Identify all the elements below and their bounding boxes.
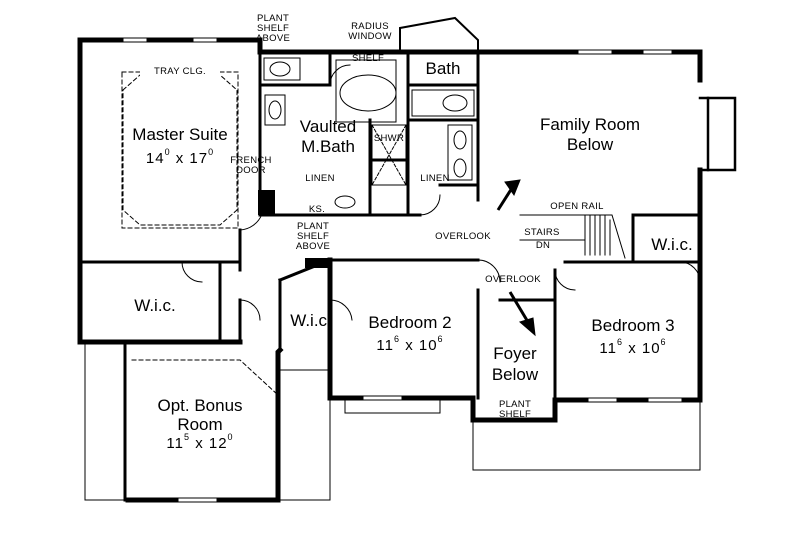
bonus-room-l2: Room (177, 415, 223, 434)
linen-note-1: LINEN (305, 173, 335, 184)
wic-middle: W.i.c. (290, 311, 332, 330)
doors (181, 64, 701, 321)
stairs-note: STAIRS (524, 227, 560, 238)
windows (123, 38, 682, 502)
master-suite-dims: 140 x 170 (145, 147, 215, 167)
vaulted-bath-l2: M.Bath (301, 137, 355, 156)
foyer-below: Below (491, 365, 539, 384)
ks-note: KS. (308, 204, 326, 215)
stairs (519, 214, 626, 259)
linen-note-2: LINEN (420, 173, 450, 184)
bedroom-3-dims: 116 x 106 (599, 337, 667, 357)
overlook-note-2: OVERLOOK (485, 274, 541, 285)
master-suite-name: Master Suite (132, 125, 228, 144)
shelf-note: SHELF (351, 53, 385, 64)
foyer-name: Foyer (493, 344, 537, 363)
bedroom-2-name: Bedroom 2 (368, 313, 452, 332)
family-room-name: Family Room (539, 115, 641, 134)
down-note: DN (535, 240, 551, 251)
bedroom-2-dims: 116 x 106 (376, 334, 444, 354)
bath-name: Bath (425, 59, 461, 78)
overlook-arrows (496, 179, 536, 337)
tray-ceiling-note: TRAY CLG. (140, 67, 220, 77)
wic-master: W.i.c. (134, 296, 176, 315)
shower-note: SHWR (373, 133, 405, 144)
bump-out (698, 96, 737, 172)
bonus-room-dims: 115 x 120 (166, 432, 234, 452)
open-rail-note: OPEN RAIL (550, 201, 604, 212)
bonus-room-l1: Opt. Bonus (157, 396, 243, 415)
radius-window (399, 16, 479, 53)
wic-right: W.i.c. (651, 235, 693, 254)
overlook-note-1: OVERLOOK (435, 231, 491, 242)
vaulted-bath-l1: Vaulted (299, 117, 357, 136)
interior-walls (78, 50, 702, 502)
bedroom-3-name: Bedroom 3 (591, 316, 675, 335)
family-room-below: Below (566, 135, 614, 154)
solid-blocks (258, 190, 330, 268)
